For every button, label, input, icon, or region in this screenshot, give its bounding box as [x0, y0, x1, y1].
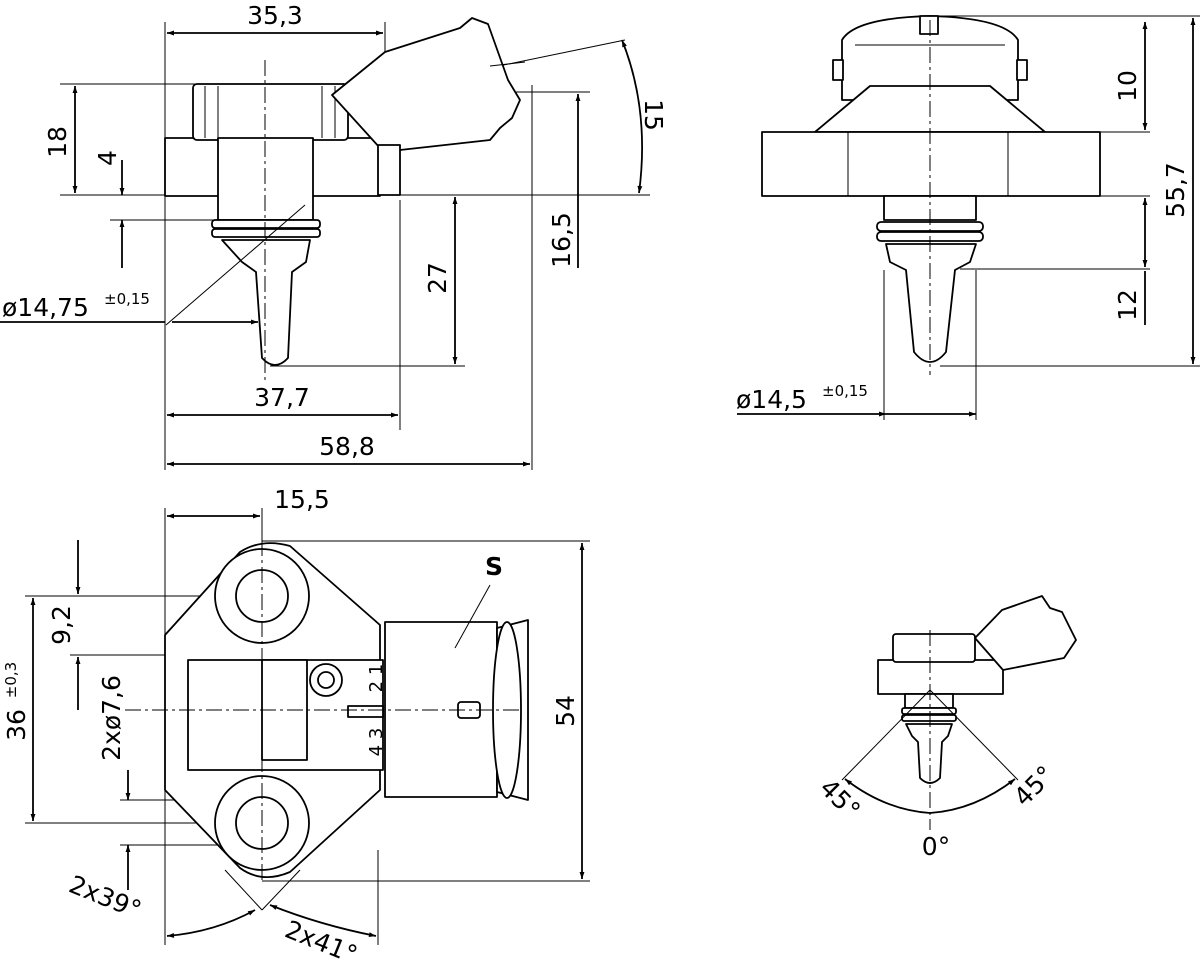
dim-diameter-side: ø14,75: [2, 293, 89, 322]
dim-front-probe: 12: [1113, 289, 1142, 321]
side-view: 35,3 18 4 15 16,5 27 ø14,75 ±0,15 37,7 5…: [0, 1, 668, 470]
mount-angle-center: 0°: [922, 832, 950, 861]
mounting-view: 45° 0° 45°: [814, 595, 1077, 861]
mount-angle-left: 45°: [814, 773, 866, 825]
mount-probe: [905, 723, 953, 784]
side-probe: [221, 239, 311, 366]
dim-diameter-side-tol: ±0,15: [104, 290, 150, 308]
side-hex-nut: [192, 83, 349, 141]
front-flange: [761, 131, 1101, 197]
dim-width-total: 58,8: [319, 432, 375, 461]
dim-diameter-front: ø14,5: [736, 385, 807, 414]
dim-plan-spacing-tol: ±0,3: [2, 662, 20, 698]
dim-plan-height: 54: [551, 695, 580, 727]
dim-angle: 15: [639, 99, 668, 131]
connector-label: S: [485, 552, 503, 581]
mount-angle-right: 45°: [1008, 760, 1060, 812]
dim-plan-offset: 15,5: [274, 485, 330, 514]
mount-connector: [974, 595, 1077, 671]
dim-height-probe: 27: [423, 262, 452, 294]
front-probe: [885, 243, 977, 363]
pins-top: 2 1: [366, 664, 387, 693]
dim-plan-angle-left: 2x39°: [65, 870, 145, 925]
plan-view: S 2 1 4 3 15,5 9,2 36 ±0,3 2xø7,6 54 2x3…: [2, 485, 590, 970]
front-view: 10 55,7 12 ø14,5 ±0,15: [736, 15, 1200, 420]
dim-width-top: 35,3: [247, 1, 303, 30]
dim-height-flange: 18: [43, 126, 72, 158]
dim-plan-spacing: 36: [2, 709, 31, 741]
mount-flange: [877, 659, 1004, 695]
pins-bottom: 4 3: [366, 728, 387, 757]
dim-diameter-front-tol: ±0,15: [822, 382, 868, 400]
dim-front-total: 55,7: [1161, 162, 1190, 218]
dim-width-body: 37,7: [254, 383, 310, 412]
dim-plan-pitch: 9,2: [47, 605, 76, 645]
dim-plan-holes: 2xø7,6: [97, 675, 126, 761]
dim-flange-offset: 4: [93, 150, 122, 166]
dim-front-top: 10: [1113, 70, 1142, 102]
dim-height-connector: 16,5: [547, 212, 576, 268]
side-connector: [331, 17, 521, 151]
